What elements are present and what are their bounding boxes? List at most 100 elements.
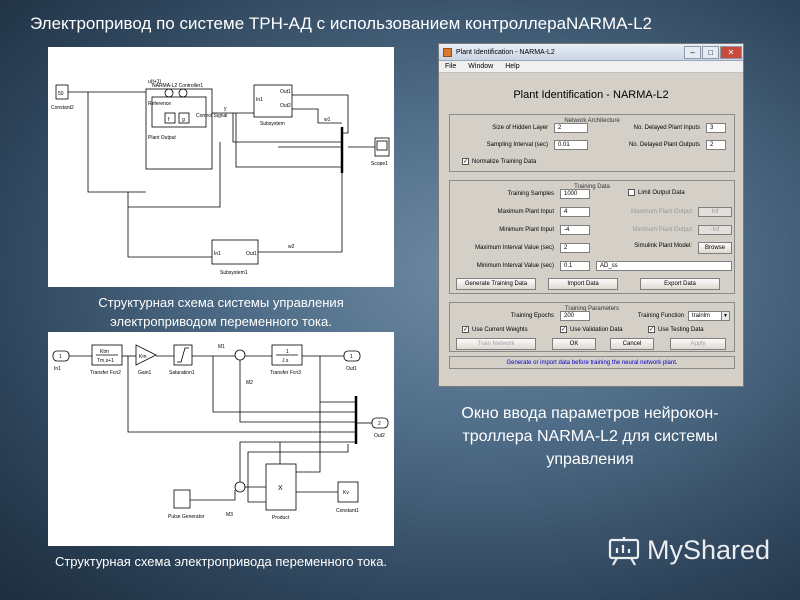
w1-label: w1	[324, 117, 331, 123]
control-system-schematic: 50 Constant2 NARMA-L2 Controller1 u(t+1)…	[51, 79, 390, 276]
apply-button[interactable]: Apply	[670, 338, 726, 350]
epochs-label: Training Epochs	[510, 313, 554, 319]
in1-number: 1	[59, 354, 62, 360]
ok-button[interactable]: OK	[552, 338, 596, 350]
menu-file[interactable]: File	[445, 63, 457, 70]
max-output-input: Inf	[698, 207, 732, 217]
scope-label: Scope1	[371, 161, 388, 167]
subsystem-in1: In1	[256, 97, 263, 103]
product-label: Product	[272, 515, 290, 521]
use-testing-checkbox[interactable]: ✓ Use Testing Data	[648, 326, 704, 333]
limit-output-label: Limit Output Data	[638, 189, 685, 196]
plant-output-label: Plant Output	[148, 135, 176, 141]
menu-help[interactable]: Help	[505, 63, 520, 70]
m1-label: M1	[218, 344, 225, 350]
gain-value: Km	[139, 354, 147, 360]
slide-title: Электропривод по системе ТРН-АД с исполь…	[30, 14, 653, 33]
epochs-input[interactable]: 200	[560, 311, 590, 321]
tf2-numerator: Ktm	[100, 349, 109, 355]
max-interval-input[interactable]: 2	[560, 243, 590, 253]
training-data-group: Training Data Training Samples 1000 Maxi…	[449, 180, 735, 294]
simulink-model-label: Simulink Plant Model:	[634, 243, 692, 249]
use-validation-label: Use Validation Data	[570, 326, 623, 333]
network-architecture-legend: Network Architecture	[561, 118, 623, 124]
cancel-button[interactable]: Cancel	[610, 338, 654, 350]
subsystem1-out1: Out1	[246, 251, 257, 257]
generate-data-button[interactable]: Generate Training Data	[456, 278, 536, 290]
use-weights-label: Use Current Weights	[472, 326, 528, 333]
w2-label: w2	[288, 244, 295, 250]
subsystem-out2: Out2	[280, 103, 291, 109]
sampling-interval-input[interactable]: 0.01	[554, 140, 588, 150]
network-architecture-group: Network Architecture Size of Hidden Laye…	[449, 114, 735, 172]
max-input-input[interactable]: 4	[560, 207, 590, 217]
use-testing-label: Use Testing Data	[658, 326, 704, 333]
subsystem-out1: Out1	[280, 89, 291, 95]
check-icon: ✓	[560, 326, 567, 333]
caption-bottom: Структурная схема электропривода перемен…	[54, 554, 388, 569]
u-label: u(t+1)	[148, 79, 162, 85]
export-data-button[interactable]: Export Data	[640, 278, 720, 290]
use-validation-checkbox[interactable]: ✓ Use Validation Data	[560, 326, 623, 333]
training-parameters-legend: Training Parameters	[561, 306, 623, 312]
use-weights-checkbox[interactable]: ✓ Use Current Weights	[462, 326, 528, 333]
window-title: Plant Identification - NARMA-L2	[456, 48, 555, 56]
hidden-layer-input[interactable]: 2	[554, 123, 588, 133]
hidden-layer-label: Size of Hidden Layer	[492, 125, 548, 131]
tf2-denominator: Tm.s+1	[97, 358, 114, 364]
import-data-button[interactable]: Import Data	[548, 278, 618, 290]
train-network-button[interactable]: Train Network	[456, 338, 536, 350]
drive-diagram: 1 In1 Ktm Tm.s+1 Transfer Fcn2 Km Gain1 …	[48, 332, 394, 546]
out1-number: 1	[350, 354, 353, 360]
in1-label: In1	[54, 366, 61, 372]
g-label: g	[182, 117, 185, 123]
control-system-diagram: 50 Constant2 NARMA-L2 Controller1 u(t+1)…	[48, 47, 394, 287]
sampling-interval-label: Sampling Interval (sec)	[486, 142, 548, 148]
training-function-label: Training Function	[637, 313, 684, 319]
min-interval-label: Minimum Interval Value (sec)	[476, 263, 554, 269]
model-name-input[interactable]: AD_ss	[596, 261, 732, 271]
tf3-denominator: J.s	[282, 358, 289, 364]
browse-button[interactable]: Browse	[698, 242, 732, 254]
window-titlebar[interactable]: Plant Identification - NARMA-L2 – □ ✕	[439, 44, 743, 61]
training-samples-input[interactable]: 1000	[560, 189, 590, 199]
constant-label: Constant2	[51, 105, 74, 111]
out2-label: Out2	[374, 433, 385, 439]
delayed-inputs-input[interactable]: 3	[706, 123, 726, 133]
max-interval-label: Maximum Interval Value (sec)	[475, 245, 554, 251]
subsystem1-label: Subsystem1	[220, 270, 248, 276]
check-icon: ✓	[648, 326, 655, 333]
min-input-label: Minimum Plant Input	[499, 227, 554, 233]
menu-bar: File Window Help	[439, 61, 743, 73]
delayed-inputs-label: No. Delayed Plant Inputs	[633, 125, 700, 131]
minimize-button[interactable]: –	[684, 45, 701, 59]
constant-label: Constant1	[336, 508, 359, 514]
limit-output-checkbox[interactable]: Limit Output Data	[628, 189, 685, 196]
delayed-outputs-label: No. Delayed Plant Outputs	[628, 142, 700, 148]
training-function-select[interactable]: trainlm	[688, 311, 722, 321]
delayed-outputs-input[interactable]: 2	[706, 140, 726, 150]
min-input-input[interactable]: -4	[560, 225, 590, 235]
presentation-board-icon	[608, 536, 640, 566]
subsystem-label: Subsystem	[260, 121, 285, 127]
out1-label: Out1	[346, 366, 357, 372]
y-label: y	[224, 106, 227, 112]
training-data-legend: Training Data	[571, 184, 613, 190]
maximize-button[interactable]: □	[702, 45, 719, 59]
min-output-label: Minimum Plant Output	[632, 227, 692, 233]
product-symbol: X	[278, 485, 283, 492]
normalize-checkbox[interactable]: ✓ Normalize Training Data	[462, 158, 536, 165]
tf2-label: Transfer Fcn2	[90, 370, 121, 376]
tf3-label: Transfer Fcn3	[270, 370, 301, 376]
logo-text: MyShared	[647, 535, 771, 565]
menu-window[interactable]: Window	[468, 63, 494, 70]
reference-label: Reference	[148, 101, 171, 107]
saturation-label: Saturation1	[169, 370, 195, 376]
m3-label: M3	[226, 512, 233, 518]
drive-schematic: 1 In1 Ktm Tm.s+1 Transfer Fcn2 Km Gain1 …	[52, 344, 389, 521]
close-button[interactable]: ✕	[720, 45, 742, 59]
matlab-icon	[443, 47, 452, 57]
checkbox-empty-icon	[628, 189, 635, 196]
chevron-down-icon[interactable]: ▼	[721, 311, 730, 321]
min-interval-input[interactable]: 0.1	[560, 261, 590, 271]
